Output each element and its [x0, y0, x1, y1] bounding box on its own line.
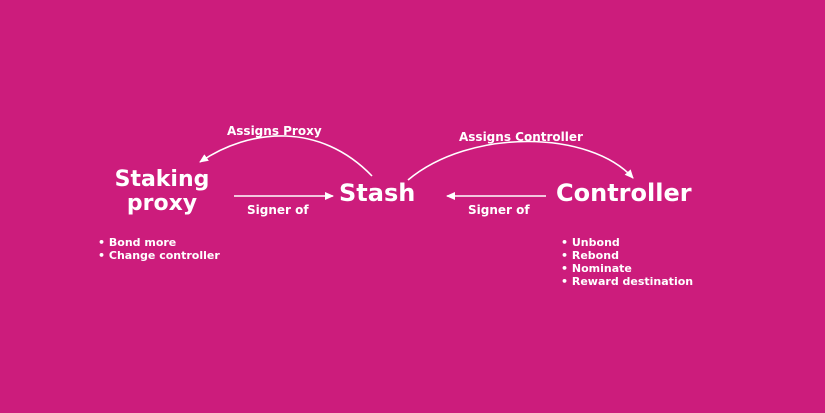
list-item: Unbond: [561, 236, 693, 249]
arrow-stash-to-proxy: [199, 135, 373, 177]
proxy-signer-of-label: Signer of: [247, 203, 309, 217]
controller-actions: Unbond Rebond Nominate Reward destinatio…: [561, 236, 693, 288]
assigns-proxy-label: Assigns Proxy: [227, 124, 322, 138]
staking-proxy-node: Staking proxy: [92, 167, 232, 217]
staking-proxy-title-line-1: Staking: [114, 167, 210, 192]
list-item: Change controller: [98, 249, 220, 262]
list-item: Nominate: [561, 262, 693, 275]
staking-proxy-actions: Bond more Change controller: [98, 236, 220, 262]
arrow-stash-to-controller: [407, 140, 634, 181]
assigns-controller-label: Assigns Controller: [459, 130, 583, 144]
list-item: Rebond: [561, 249, 693, 262]
stash-node: Stash: [339, 179, 416, 207]
list-item: Bond more: [98, 236, 220, 249]
controller-signer-of-label: Signer of: [468, 203, 530, 217]
list-item: Reward destination: [561, 275, 693, 288]
controller-node: Controller: [556, 179, 692, 207]
staking-proxy-title-line-2: proxy: [126, 191, 198, 217]
